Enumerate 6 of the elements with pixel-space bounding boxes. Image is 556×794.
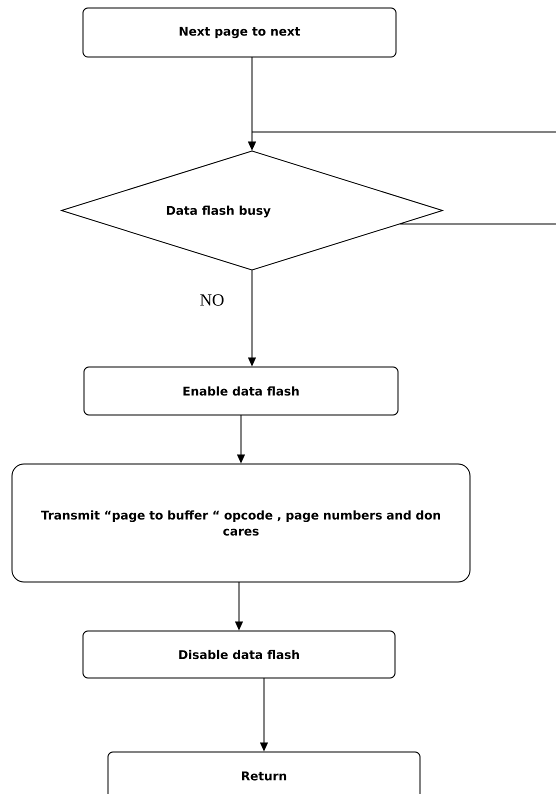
process-box: Disable data flash (82, 630, 396, 678)
process-box: Next page to next (82, 8, 396, 58)
edge-label: NO (200, 294, 224, 306)
process-box: Transmit “page to buffer “ opcode , page numbers and don cares (12, 464, 470, 582)
process-box: Return (108, 752, 420, 794)
process-box: Enable data flash (84, 366, 398, 416)
